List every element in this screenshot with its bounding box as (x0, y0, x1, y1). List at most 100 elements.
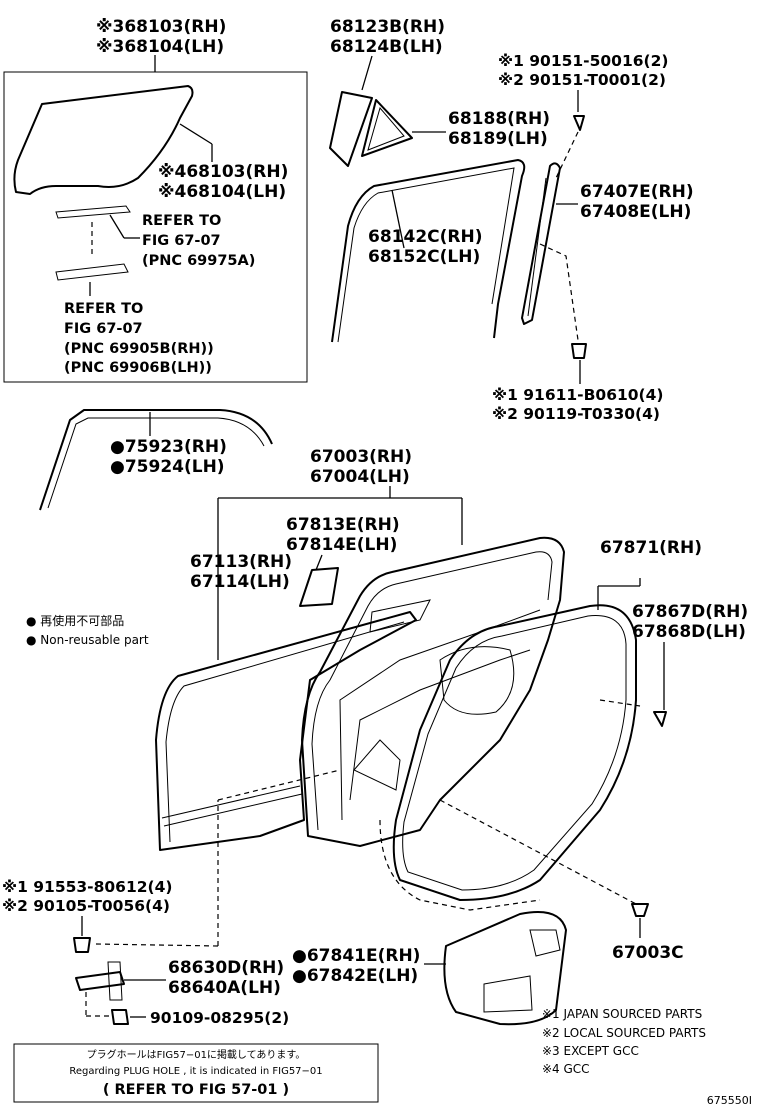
label-68104-gcc: ※468104(LH) (158, 182, 286, 202)
door-check (75, 971, 125, 991)
plug-hole-note: プラグホールはFIG57−01に掲載してあります。 Regarding PLUG… (13, 1043, 379, 1103)
label-67871: 67871(RH) (600, 538, 702, 558)
door-inner-rail-2 (349, 649, 531, 801)
door-inner-slot (369, 599, 431, 633)
label-67868d: 67868D(LH) (632, 622, 746, 642)
weatherstrip-dash-lower (379, 819, 541, 911)
plug-note-refer: ( REFER TO FIG 57-01 ) (103, 1082, 289, 1098)
run-channel-group: 68142C(RH) 68152C(LH) (331, 159, 526, 343)
division-bar-group: ※1 90151-50016(2) ※2 90151-T0001(2) 6740… (492, 52, 694, 423)
screw-90151 (573, 115, 585, 131)
quarter-glass (329, 91, 373, 167)
label-90151-50016: ※1 90151-50016(2) (498, 52, 669, 70)
leader-68123b (361, 55, 373, 91)
quarter-glass-seal-inner (367, 106, 405, 151)
division-bar-inner (527, 177, 547, 317)
glass-channel-upper (55, 205, 131, 219)
label-68103-rh: ※368103(RH) (96, 17, 226, 37)
label-67113: 67113(RH) (190, 552, 292, 572)
leader-67813e (315, 554, 323, 571)
door-check-group: ※1 91553-80612(4) ※2 90105-T0056(4) 6863… (2, 769, 341, 1027)
dash-door-check-2 (217, 769, 341, 801)
legend-nonreuse-jp: ● 再使用不可部品 (26, 613, 124, 628)
label-67867d: 67867D(RH) (632, 602, 748, 622)
dash-67407-bolt (539, 243, 579, 341)
label-67114: 67114(LH) (190, 572, 290, 592)
weatherstrip-group: 67871(RH) 67867D(RH) 67868D(LH) 67003C (379, 538, 748, 963)
bolt-91611 (571, 343, 587, 359)
label-90109: 90109-08295(2) (150, 1009, 289, 1027)
door-inner-frame (301, 536, 565, 847)
door-speaker-opening (439, 646, 515, 715)
service-hole-cover (443, 911, 567, 1026)
division-bar (521, 162, 561, 325)
label-68630d: 68630D(RH) (168, 958, 284, 978)
label-91553: ※1 91553-80612(4) (2, 878, 173, 896)
outer-moulding (39, 409, 273, 511)
footnote-3: ※3 EXCEPT GCC (542, 1044, 639, 1058)
footnote-1: ※1 JAPAN SOURCED PARTS (542, 1007, 702, 1021)
service-cover-cutout-2 (483, 975, 533, 1013)
label-67814e: 67814E(LH) (286, 535, 397, 555)
run-channel-inner (337, 167, 515, 343)
figure-code: 675550I (707, 1094, 752, 1107)
refer-a-line2: FIG 67-07 (142, 233, 221, 249)
bolt-90109 (111, 1009, 129, 1025)
label-75923: ●75923(RH) (110, 437, 227, 457)
refer-b-line1: REFER TO (64, 301, 143, 317)
label-67842e: ●67842E(LH) (292, 966, 418, 986)
clip-dash (599, 699, 641, 707)
door-weatherstrip (392, 604, 637, 901)
quarter-glass-seal (361, 99, 413, 157)
refer-a-line3: (PNC 69975A) (142, 253, 255, 269)
label-67841e: ●67841E(RH) (292, 946, 420, 966)
outer-moulding-group: ●75923(RH) ●75924(LH) (39, 409, 273, 511)
label-67003: 67003(RH) (310, 447, 412, 467)
label-91611: ※1 91611-B0610(4) (492, 386, 664, 404)
door-weatherstrip-inner (402, 615, 627, 891)
door-check-bracket (107, 961, 123, 1001)
label-68189: 68189(LH) (448, 129, 548, 149)
door-inner-hole (353, 739, 401, 791)
door-panel-group: 67003(RH) 67004(LH) 67813E(RH) 67814E(LH… (155, 447, 565, 851)
door-outer-panel (155, 611, 417, 851)
clip-67867d (653, 711, 667, 727)
door-inner-rail (339, 609, 541, 821)
label-67407e: 67407E(RH) (580, 182, 694, 202)
run-channel (331, 159, 526, 343)
label-90105: ※2 90105-T0056(4) (2, 897, 170, 915)
leader-68142c (391, 189, 405, 249)
label-68124b: 68124B(LH) (330, 37, 443, 57)
outer-moulding-inner (47, 417, 265, 509)
footnote-4: ※4 GCC (542, 1062, 590, 1076)
clip-67003c-dash (439, 799, 637, 905)
door-sticker (299, 567, 339, 607)
footnotes: ※1 JAPAN SOURCED PARTS ※2 LOCAL SOURCED … (542, 1007, 706, 1076)
leader-refer-a (109, 214, 125, 239)
door-glass (13, 85, 194, 195)
refer-a-line1: REFER TO (142, 213, 221, 229)
label-68152c: 68152C(LH) (368, 247, 480, 267)
door-outer-crease (161, 785, 301, 819)
label-67408e: 67408E(LH) (580, 202, 691, 222)
service-cover-cutout (529, 929, 561, 957)
legend: ● 再使用不可部品 ● Non-reusable part (26, 613, 149, 647)
legend-nonreuse-en: ● Non-reusable part (26, 633, 149, 647)
plug-note-en: Regarding PLUG HOLE , it is indicated in… (69, 1066, 322, 1077)
clip-67003c (631, 903, 649, 917)
dash-bolt-door (95, 943, 219, 947)
door-outer-crease-2 (163, 793, 303, 827)
footnote-2: ※2 LOCAL SOURCED PARTS (542, 1026, 706, 1040)
label-68142c: 68142C(RH) (368, 227, 482, 247)
door-outer-panel-inner (165, 621, 405, 843)
label-67003c: 67003C (612, 943, 684, 963)
refer-b-line2: FIG 67-07 (64, 321, 143, 337)
label-67004: 67004(LH) (310, 467, 410, 487)
label-90151-t0001: ※2 90151-T0001(2) (498, 71, 666, 89)
quarter-glass-group: 68123B(RH) 68124B(LH) 68188(RH) 68189(LH… (329, 17, 550, 167)
label-67813e: 67813E(RH) (286, 515, 400, 535)
plug-note-jp: プラグホールはFIG57−01に掲載してあります。 (87, 1048, 306, 1061)
label-90119: ※2 90119-T0330(4) (492, 405, 660, 423)
inset-box: ※368103(RH) ※368104(LH) ※468103(RH) ※468… (3, 17, 308, 383)
